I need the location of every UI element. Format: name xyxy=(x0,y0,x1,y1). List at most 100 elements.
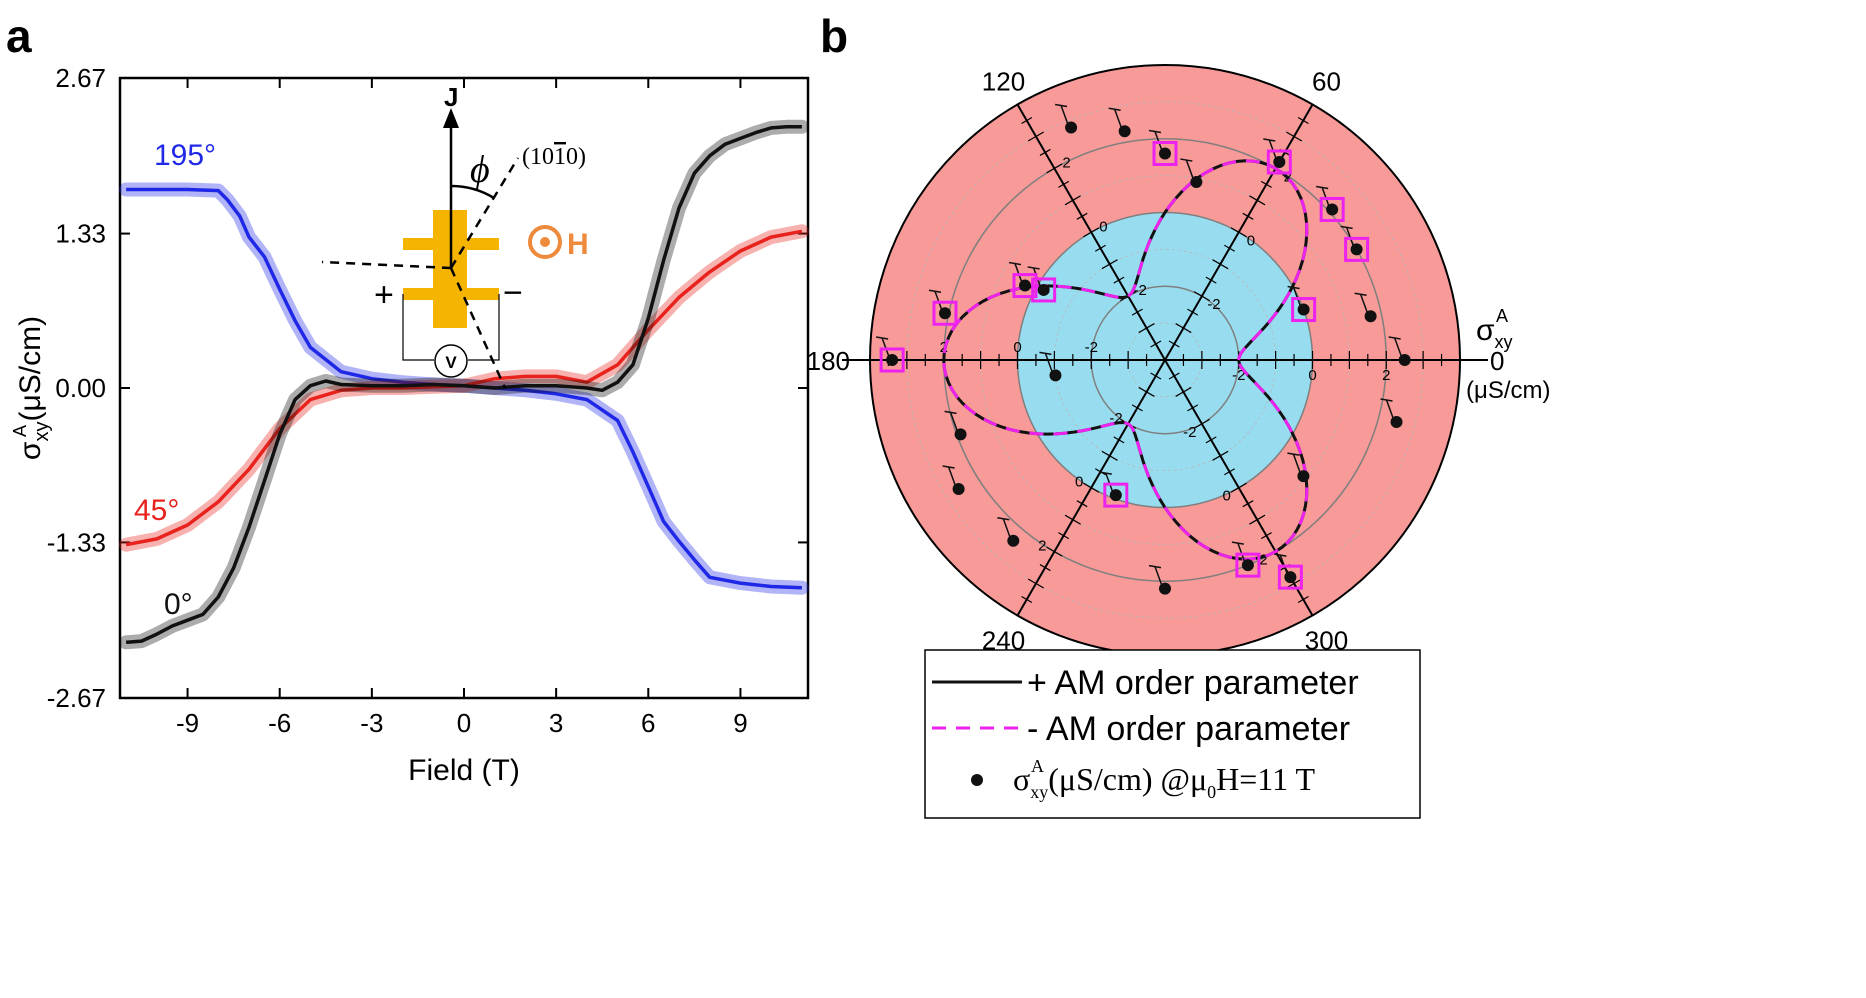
circuit-wire-2 xyxy=(468,294,500,361)
polar-axis-title: σxy A (μS/cm) xyxy=(1466,306,1550,404)
polar-point-marker xyxy=(1103,482,1129,508)
y-tick-label: 0.00 xyxy=(55,373,106,403)
spoke-tick xyxy=(1205,436,1217,444)
svg-text:σxy: σxy xyxy=(1476,314,1513,352)
x-tick-label: -6 xyxy=(268,708,291,738)
polar-r-tick-label: 0 xyxy=(1308,367,1316,384)
polar-data-point xyxy=(1065,121,1078,134)
error-bar-cap xyxy=(1316,185,1329,190)
spoke-tick xyxy=(1064,195,1081,206)
spoke-tick xyxy=(1285,131,1303,142)
polar-data-point xyxy=(886,354,899,366)
polar-r-tick-label: -2 xyxy=(1085,339,1098,356)
voltmeter-icon xyxy=(434,344,468,378)
x-tick-label: 3 xyxy=(549,708,563,738)
spoke-tick xyxy=(1138,323,1155,334)
minus-sign: − xyxy=(503,274,523,312)
spoke-tick xyxy=(1230,482,1247,493)
spoke-tick xyxy=(1058,532,1070,540)
spoke-tick xyxy=(1039,564,1051,572)
error-bar-cap xyxy=(997,517,1010,521)
device-bar-bottom xyxy=(403,288,499,300)
error-bar-cap xyxy=(1287,285,1300,290)
x-tick-label: -3 xyxy=(360,708,383,738)
crystal-axis-dashed-3 xyxy=(449,267,507,389)
polar-data-point xyxy=(1109,489,1122,502)
legend-entry-minus: - AM order parameter xyxy=(1027,710,1350,748)
crystal-axis-dashed-2 xyxy=(321,260,452,270)
error-bar-cap xyxy=(1039,351,1052,356)
polar-data-point xyxy=(952,482,965,495)
spoke-tick xyxy=(1168,372,1180,380)
spoke-tick xyxy=(1131,404,1143,412)
x-tick-label: 9 xyxy=(733,708,747,738)
polar-data-point xyxy=(1398,354,1411,366)
panel-a-series xyxy=(119,119,809,650)
error-bar-cap xyxy=(1340,225,1353,230)
spoke-tick xyxy=(1260,532,1272,540)
error-bar-cap xyxy=(1108,107,1121,111)
legend-box xyxy=(924,649,1421,819)
series-label-195: 195° xyxy=(154,139,216,172)
polar-axis-sub: xy xyxy=(1495,332,1513,352)
spoke-tick xyxy=(1224,244,1236,252)
field-dot-icon xyxy=(540,237,550,247)
polar-r-tick-label: 2 xyxy=(1382,367,1390,384)
error-bar-cap xyxy=(1148,129,1162,134)
crystal-axis-dashed xyxy=(449,157,520,269)
error-bar-cap xyxy=(1180,158,1193,162)
error-bar-cap xyxy=(1388,336,1401,340)
spoke-tick xyxy=(1249,514,1266,525)
spoke-tick xyxy=(1285,578,1303,589)
svg-text:σxy(μS/cm): σxy(μS/cm) xyxy=(14,316,53,460)
y-tick-label: 2.67 xyxy=(55,63,106,93)
angle-arc xyxy=(450,184,495,200)
error-bar-cap xyxy=(1231,541,1245,545)
polar-point-marker xyxy=(932,300,958,326)
spoke-tick xyxy=(1297,116,1309,125)
polar-data-point xyxy=(1159,582,1171,595)
spoke-tick xyxy=(1187,404,1199,412)
x-tick-label: 0 xyxy=(457,708,471,738)
polar-data-point xyxy=(1350,243,1363,256)
polar-point-marker xyxy=(1266,149,1292,175)
field-circle-icon xyxy=(528,225,562,259)
error-bar-cap xyxy=(1380,398,1393,402)
spoke-tick xyxy=(1101,450,1118,461)
y-tick-label: 1.33 xyxy=(55,219,106,249)
polar-point-marker xyxy=(1344,236,1370,262)
error-bar-cap xyxy=(1274,553,1287,557)
series-label-0: 0° xyxy=(164,588,193,621)
polar-data-point xyxy=(1297,470,1310,483)
spoke-tick xyxy=(1150,372,1162,380)
spoke-tick xyxy=(1242,212,1254,220)
polar-r-tick-label: -2 xyxy=(1134,282,1147,299)
polar-data-point xyxy=(1049,369,1062,382)
legend-entry-plus: + AM order parameter xyxy=(1027,664,1359,702)
series-line-0° xyxy=(125,125,802,645)
polar-angle-label: 60 xyxy=(1312,66,1341,96)
spoke-tick xyxy=(1027,131,1045,142)
polar-data-point xyxy=(954,428,967,441)
spoke-tick xyxy=(1242,500,1254,508)
spoke-tick xyxy=(1212,259,1229,270)
spoke-tick xyxy=(1058,180,1070,188)
spoke-tick xyxy=(1101,259,1118,270)
current-label: J xyxy=(444,82,458,112)
polar-data-point xyxy=(1326,203,1339,216)
spoke-tick xyxy=(1193,291,1210,302)
polar-r-tick-label: 2 xyxy=(1062,154,1070,171)
polar-data-point xyxy=(1297,303,1310,316)
legend-entry-data-sup: A xyxy=(1031,756,1044,776)
polar-r-tick-label: 0 xyxy=(1247,232,1255,249)
polar-data-point xyxy=(1018,279,1031,292)
legend-dot-marker xyxy=(971,774,983,786)
voltmeter-label: V xyxy=(445,353,457,372)
x-tick-label: -9 xyxy=(176,708,199,738)
y-tick-label: -2.67 xyxy=(47,683,106,713)
spoke-tick xyxy=(1150,340,1162,348)
angle-symbol: ϕ xyxy=(470,149,490,191)
